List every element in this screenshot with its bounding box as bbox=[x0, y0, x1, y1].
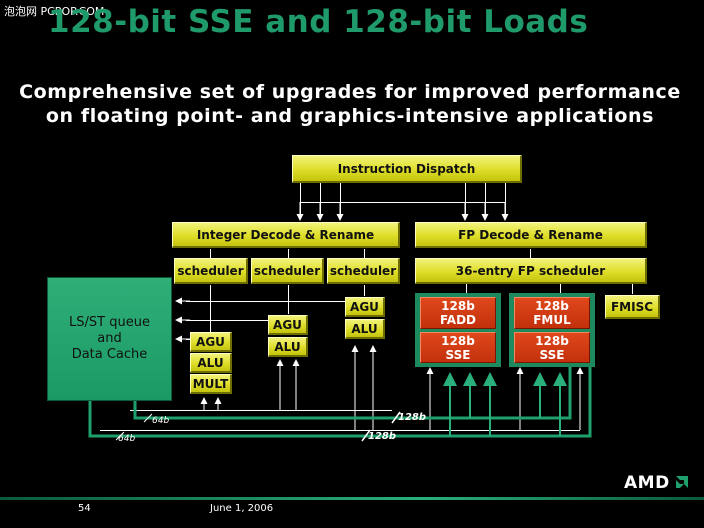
ls-unit-line-3: Data Cache bbox=[71, 347, 148, 362]
sse-label: SSE bbox=[539, 347, 565, 362]
sse-width: 128b bbox=[441, 333, 475, 348]
ls-unit-line-1: LS/ST queue bbox=[69, 315, 150, 330]
fmul-label: FMUL bbox=[533, 313, 571, 327]
fadd-unit: 128b FADD bbox=[420, 297, 496, 329]
integer-scheduler: scheduler bbox=[327, 258, 400, 284]
footer-bar bbox=[0, 497, 704, 500]
alu-unit: ALU bbox=[190, 353, 232, 373]
bus-label-128b: 128b bbox=[398, 412, 427, 423]
sse-label: SSE bbox=[445, 347, 471, 362]
fp-decode-rename: FP Decode & Rename bbox=[415, 222, 647, 248]
fmul-width: 128b bbox=[535, 299, 569, 313]
bus-label-64b: 64b bbox=[118, 434, 136, 444]
slide-subtitle: Comprehensive set of upgrades for improv… bbox=[0, 80, 700, 128]
sse-width: 128b bbox=[535, 333, 569, 348]
ls-st-queue-data-cache: LS/ST queue and Data Cache bbox=[47, 277, 172, 401]
agu-unit: AGU bbox=[345, 297, 385, 317]
agu-unit: AGU bbox=[268, 315, 308, 335]
subtitle-line-2: on floating point- and graphics-intensiv… bbox=[45, 105, 655, 127]
amd-arrow-icon bbox=[676, 476, 688, 488]
sse-unit: 128b SSE bbox=[514, 332, 590, 363]
page-number: 54 bbox=[78, 503, 91, 514]
integer-scheduler: scheduler bbox=[251, 258, 324, 284]
bus-label-64b: 64b bbox=[152, 416, 170, 426]
subtitle-line-1: Comprehensive set of upgrades for improv… bbox=[19, 81, 681, 103]
fp-scheduler: 36-entry FP scheduler bbox=[415, 258, 647, 284]
fadd-label: FADD bbox=[439, 313, 477, 327]
bus-label-128b: 128b bbox=[368, 431, 397, 442]
slide-title: 128-bit SSE and 128-bit Loads bbox=[48, 4, 589, 40]
alu-unit: ALU bbox=[345, 319, 385, 339]
integer-decode-rename: Integer Decode & Rename bbox=[172, 222, 400, 248]
agu-unit: AGU bbox=[190, 332, 232, 352]
watermark: 泡泡网 PCPOP.COM bbox=[4, 5, 105, 18]
integer-scheduler: scheduler bbox=[174, 258, 248, 284]
slide-date: June 1, 2006 bbox=[210, 503, 274, 514]
sse-unit: 128b SSE bbox=[420, 332, 496, 363]
ls-unit-line-2: and bbox=[97, 331, 122, 346]
fmul-unit: 128b FMUL bbox=[514, 297, 590, 329]
fmisc-unit: FMISC bbox=[605, 295, 660, 319]
alu-unit: ALU bbox=[268, 337, 308, 357]
fadd-width: 128b bbox=[441, 299, 475, 313]
mult-unit: MULT bbox=[190, 374, 232, 394]
instruction-dispatch: Instruction Dispatch bbox=[292, 155, 522, 183]
amd-logo: AMD bbox=[624, 473, 670, 493]
